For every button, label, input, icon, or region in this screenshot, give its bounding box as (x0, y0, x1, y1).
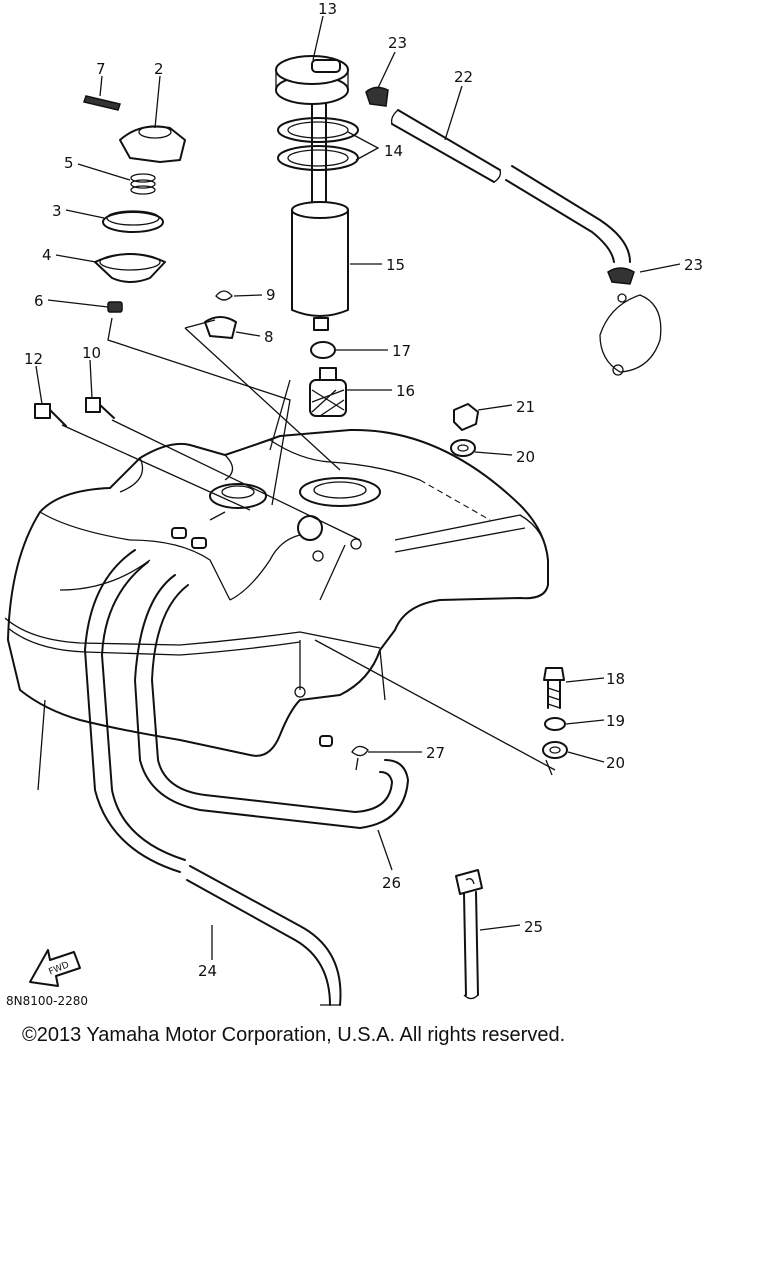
callout-15: 15 (386, 256, 405, 274)
fuel-tank (4, 428, 549, 791)
callout-16: 16 (396, 382, 415, 400)
assembly-lines (61, 317, 556, 776)
copyright-notice: ©2013 Yamaha Motor Corporation, U.S.A. A… (22, 1024, 566, 1046)
callout-18: 18 (606, 670, 625, 688)
forward-arrow-icon: FWD (29, 949, 81, 987)
callout-5: 5 (64, 154, 74, 172)
callout-10: 10 (82, 344, 101, 362)
callout-13: 13 (318, 0, 337, 18)
callout-2: 2 (154, 60, 164, 78)
fuel-pump (275, 55, 359, 417)
callout-12: 12 (24, 350, 43, 368)
callout-24: 24 (198, 962, 217, 980)
hoses (84, 109, 631, 1006)
callout-20-top: 20 (516, 448, 535, 466)
callout-20-bottom: 20 (606, 754, 625, 772)
callout-6: 6 (34, 292, 44, 310)
callout-14: 14 (384, 142, 403, 160)
drawing-code: 8N8100-2280 (6, 994, 89, 1008)
callout-17: 17 (392, 342, 411, 360)
callout-21: 21 (516, 398, 535, 416)
exploded-parts-diagram: 13 23 22 7 2 5 14 3 4 15 9 6 8 23 17 12 … (4, 0, 703, 1006)
callout-labels: 13 23 22 7 2 5 14 3 4 15 9 6 8 23 17 12 … (24, 0, 703, 980)
callout-23-right: 23 (684, 256, 703, 274)
callout-9: 9 (266, 286, 276, 304)
callout-3: 3 (52, 202, 62, 220)
callout-25: 25 (524, 918, 543, 936)
callout-19: 19 (606, 712, 625, 730)
callout-4: 4 (42, 246, 52, 264)
callout-27: 27 (426, 744, 445, 762)
callout-26: 26 (382, 874, 401, 892)
fuel-cap-assembly (83, 95, 186, 313)
callout-8: 8 (264, 328, 274, 346)
callout-22: 22 (454, 68, 473, 86)
callout-7: 7 (96, 60, 106, 78)
leader-lines (35, 15, 681, 960)
fasteners (34, 86, 662, 1000)
callout-23-top: 23 (388, 34, 407, 52)
